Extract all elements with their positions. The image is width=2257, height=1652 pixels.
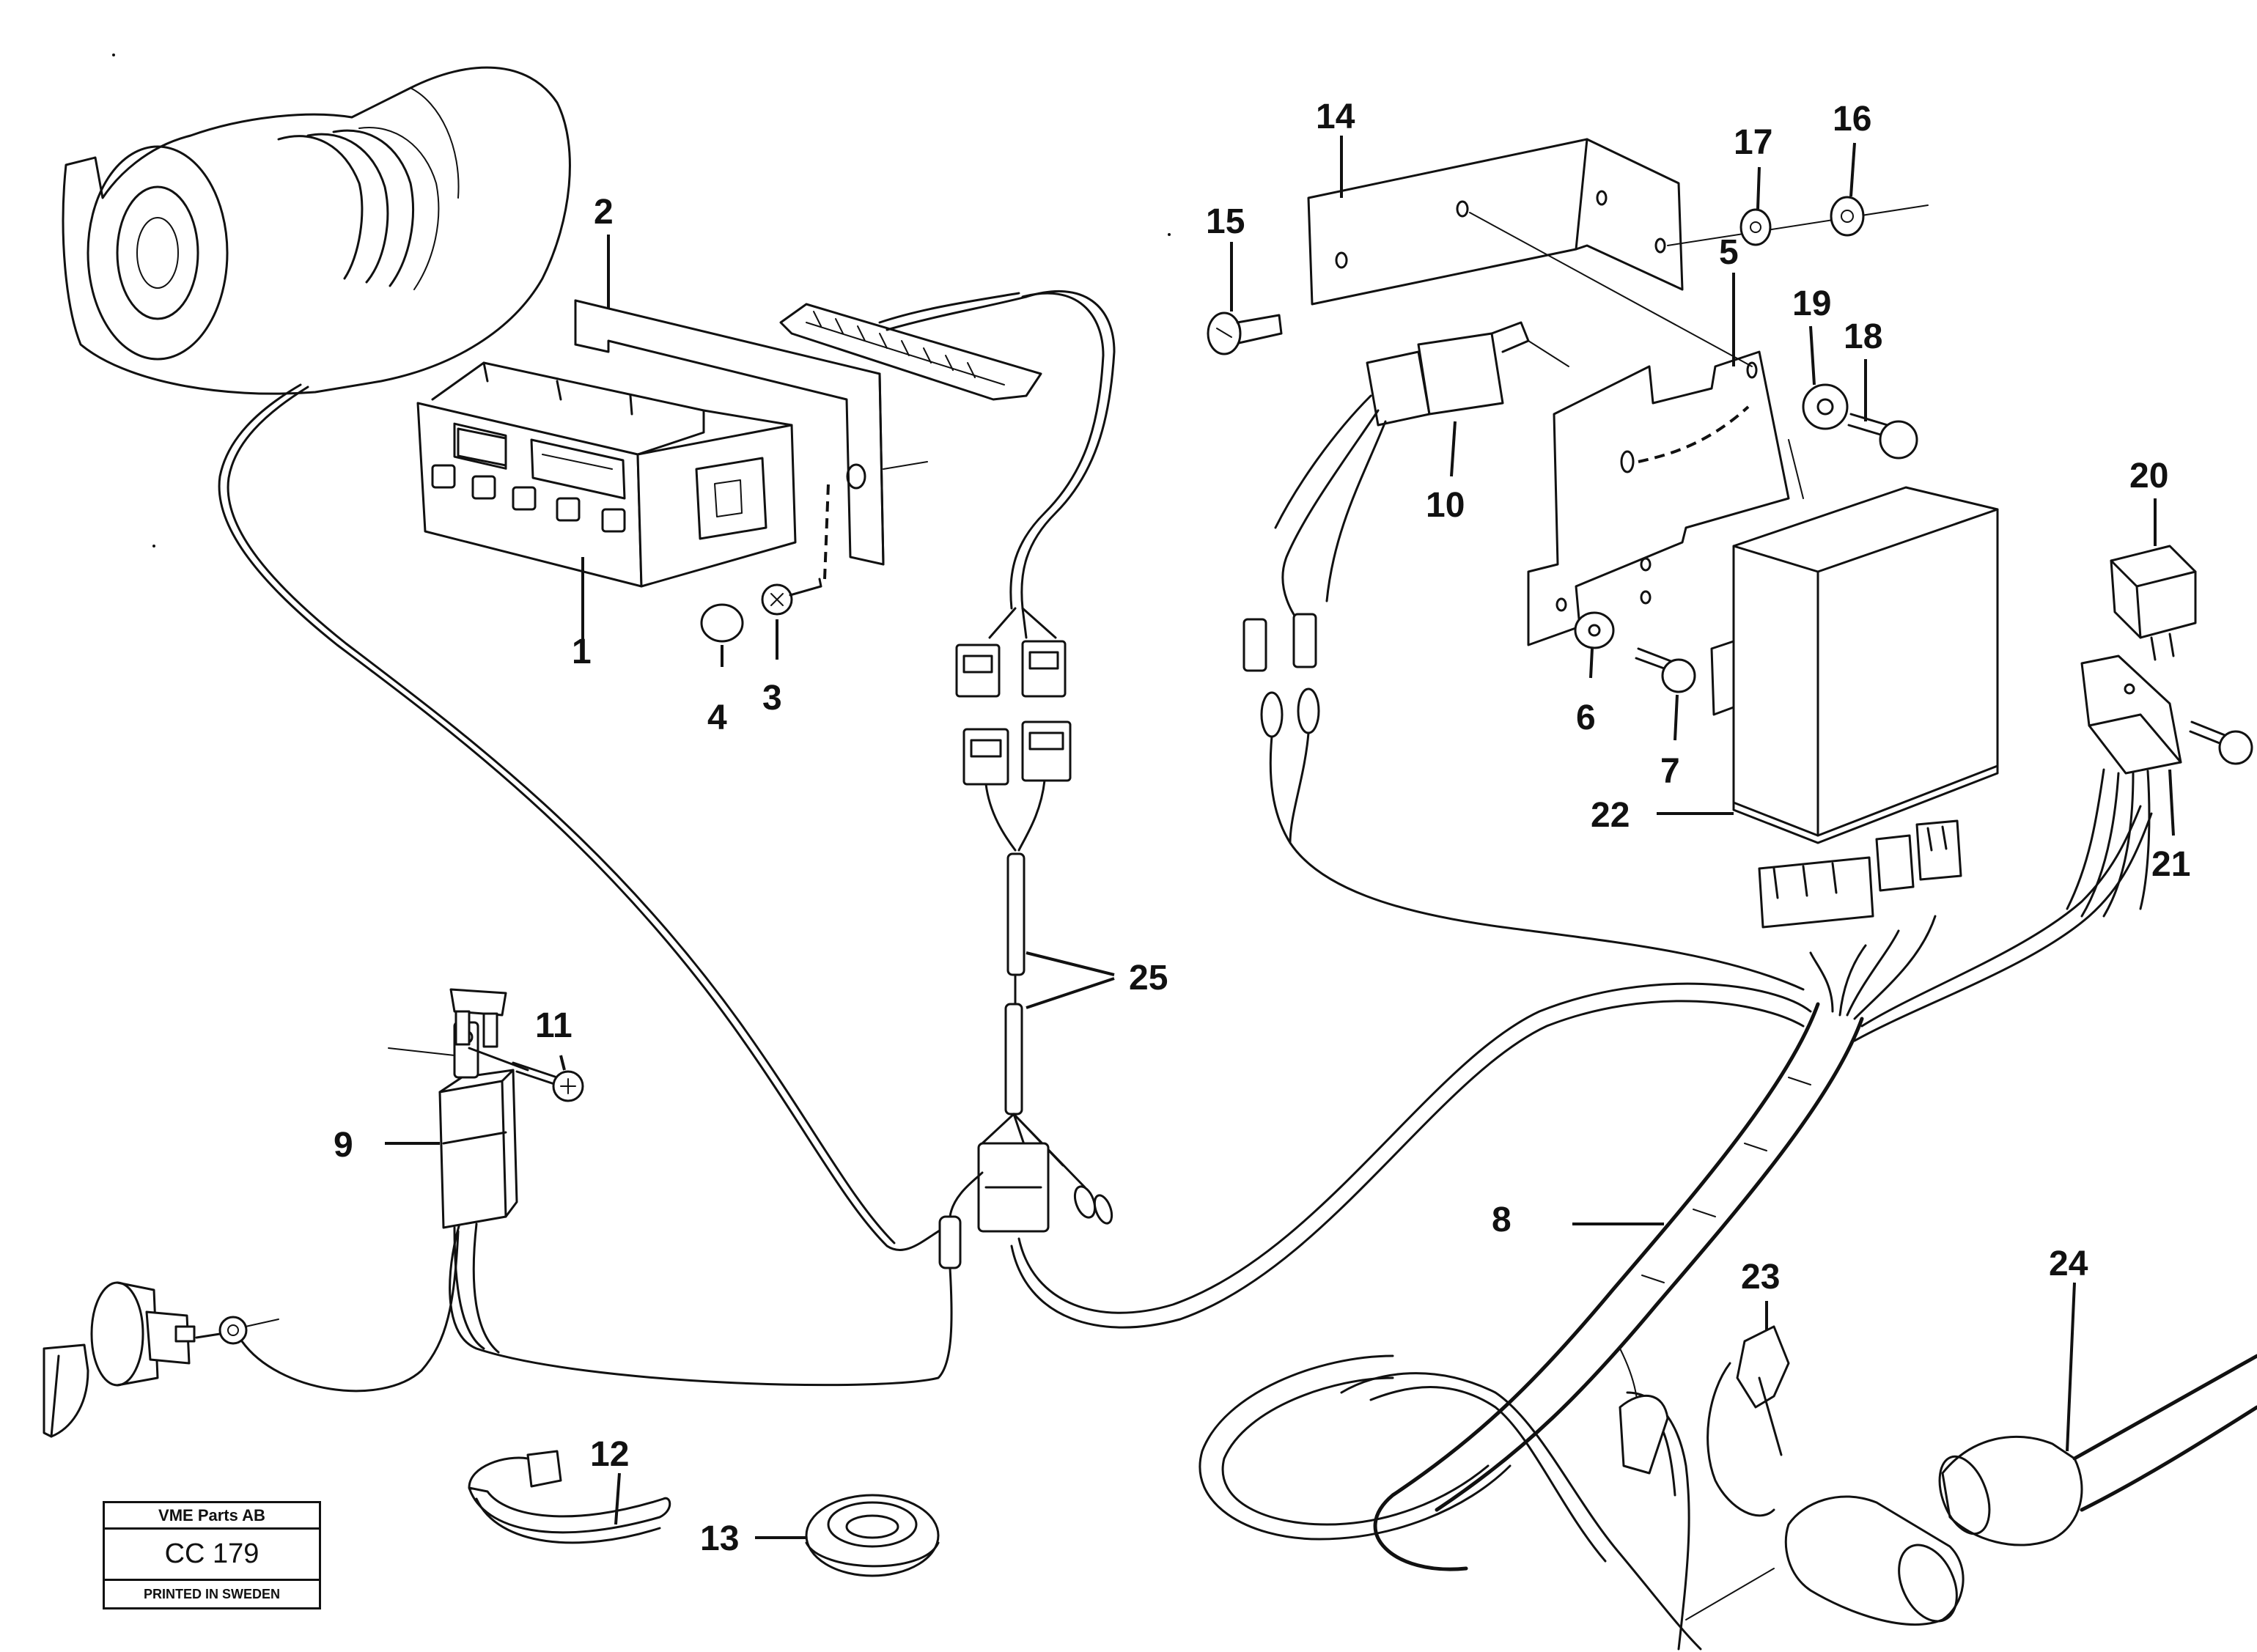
inline-splice bbox=[449, 1171, 984, 1387]
washer-17-nut-16 bbox=[1739, 196, 1865, 246]
fuse bbox=[449, 988, 507, 1048]
callout-3: 3 bbox=[762, 679, 782, 718]
title-stamp: VME Parts AB CC 179 PRINTED IN SWEDEN bbox=[103, 1501, 321, 1609]
callout-21: 21 bbox=[2151, 845, 2190, 884]
callout-23: 23 bbox=[1741, 1258, 1780, 1297]
callout-7: 7 bbox=[1660, 752, 1680, 791]
connector-cluster-upper bbox=[955, 607, 1072, 852]
clip-23 bbox=[1619, 1325, 1790, 1517]
plug-connector-24 bbox=[1685, 1354, 2257, 1626]
leader-lines bbox=[385, 136, 2175, 1539]
callout-6: 6 bbox=[1576, 698, 1596, 737]
angle-bracket-14 bbox=[1307, 138, 1929, 367]
panel-buttons bbox=[431, 464, 626, 533]
relay-holder-21 bbox=[2066, 654, 2253, 918]
callout-13: 13 bbox=[700, 1519, 739, 1558]
callout-14: 14 bbox=[1316, 97, 1355, 136]
callout-24: 24 bbox=[2049, 1244, 2088, 1283]
callout-17: 17 bbox=[1734, 123, 1772, 162]
callout-4: 4 bbox=[707, 698, 727, 737]
callout-16: 16 bbox=[1833, 100, 1871, 139]
sleeve-segments bbox=[1004, 852, 1026, 1116]
callout-1: 1 bbox=[572, 633, 592, 671]
stamp-printed: PRINTED IN SWEDEN bbox=[143, 1586, 280, 1601]
callout-10: 10 bbox=[1426, 486, 1465, 525]
callout-2: 2 bbox=[594, 193, 614, 232]
screw-and-cap bbox=[700, 483, 830, 643]
callout-5: 5 bbox=[1719, 233, 1739, 272]
control-panel-unit bbox=[416, 361, 797, 588]
callout-20: 20 bbox=[2129, 457, 2168, 495]
main-harness bbox=[1010, 982, 1864, 1651]
callout-18: 18 bbox=[1844, 317, 1882, 356]
callout-12: 12 bbox=[590, 1435, 629, 1474]
callout-11: 11 bbox=[535, 1006, 572, 1045]
ground-switch bbox=[43, 1230, 460, 1438]
steering-column-housing bbox=[62, 66, 571, 395]
grommet bbox=[805, 1494, 940, 1577]
callout-22: 22 bbox=[1591, 796, 1630, 835]
box-22-connectors bbox=[1758, 819, 1962, 929]
callout-8: 8 bbox=[1492, 1201, 1512, 1239]
mounting-frame bbox=[574, 299, 928, 566]
mounting-bracket-5 bbox=[1527, 350, 1804, 646]
stamp-company: VME Parts AB bbox=[105, 1503, 319, 1530]
washer-6-screw-7 bbox=[1574, 611, 1696, 693]
callout-19: 19 bbox=[1792, 284, 1831, 323]
callout-9: 9 bbox=[334, 1126, 353, 1165]
control-box-22 bbox=[1710, 486, 1999, 844]
relay-10 bbox=[1242, 321, 1569, 738]
washer-19-screw-18 bbox=[1802, 383, 1918, 460]
cable-tie bbox=[468, 1450, 671, 1544]
relay-holder-9 bbox=[388, 1021, 584, 1354]
callout-25: 25 bbox=[1129, 959, 1168, 998]
edge-connector bbox=[779, 292, 1042, 401]
callout-labels: 1 2 3 4 5 6 7 8 9 10 11 12 13 14 15 16 1… bbox=[334, 97, 2190, 1558]
bolt-15 bbox=[1207, 311, 1283, 355]
relay-20 bbox=[2110, 545, 2197, 661]
callout-15: 15 bbox=[1206, 202, 1245, 241]
connector-cluster-lower bbox=[977, 1113, 1113, 1233]
stamp-code: CC 179 bbox=[105, 1530, 319, 1581]
